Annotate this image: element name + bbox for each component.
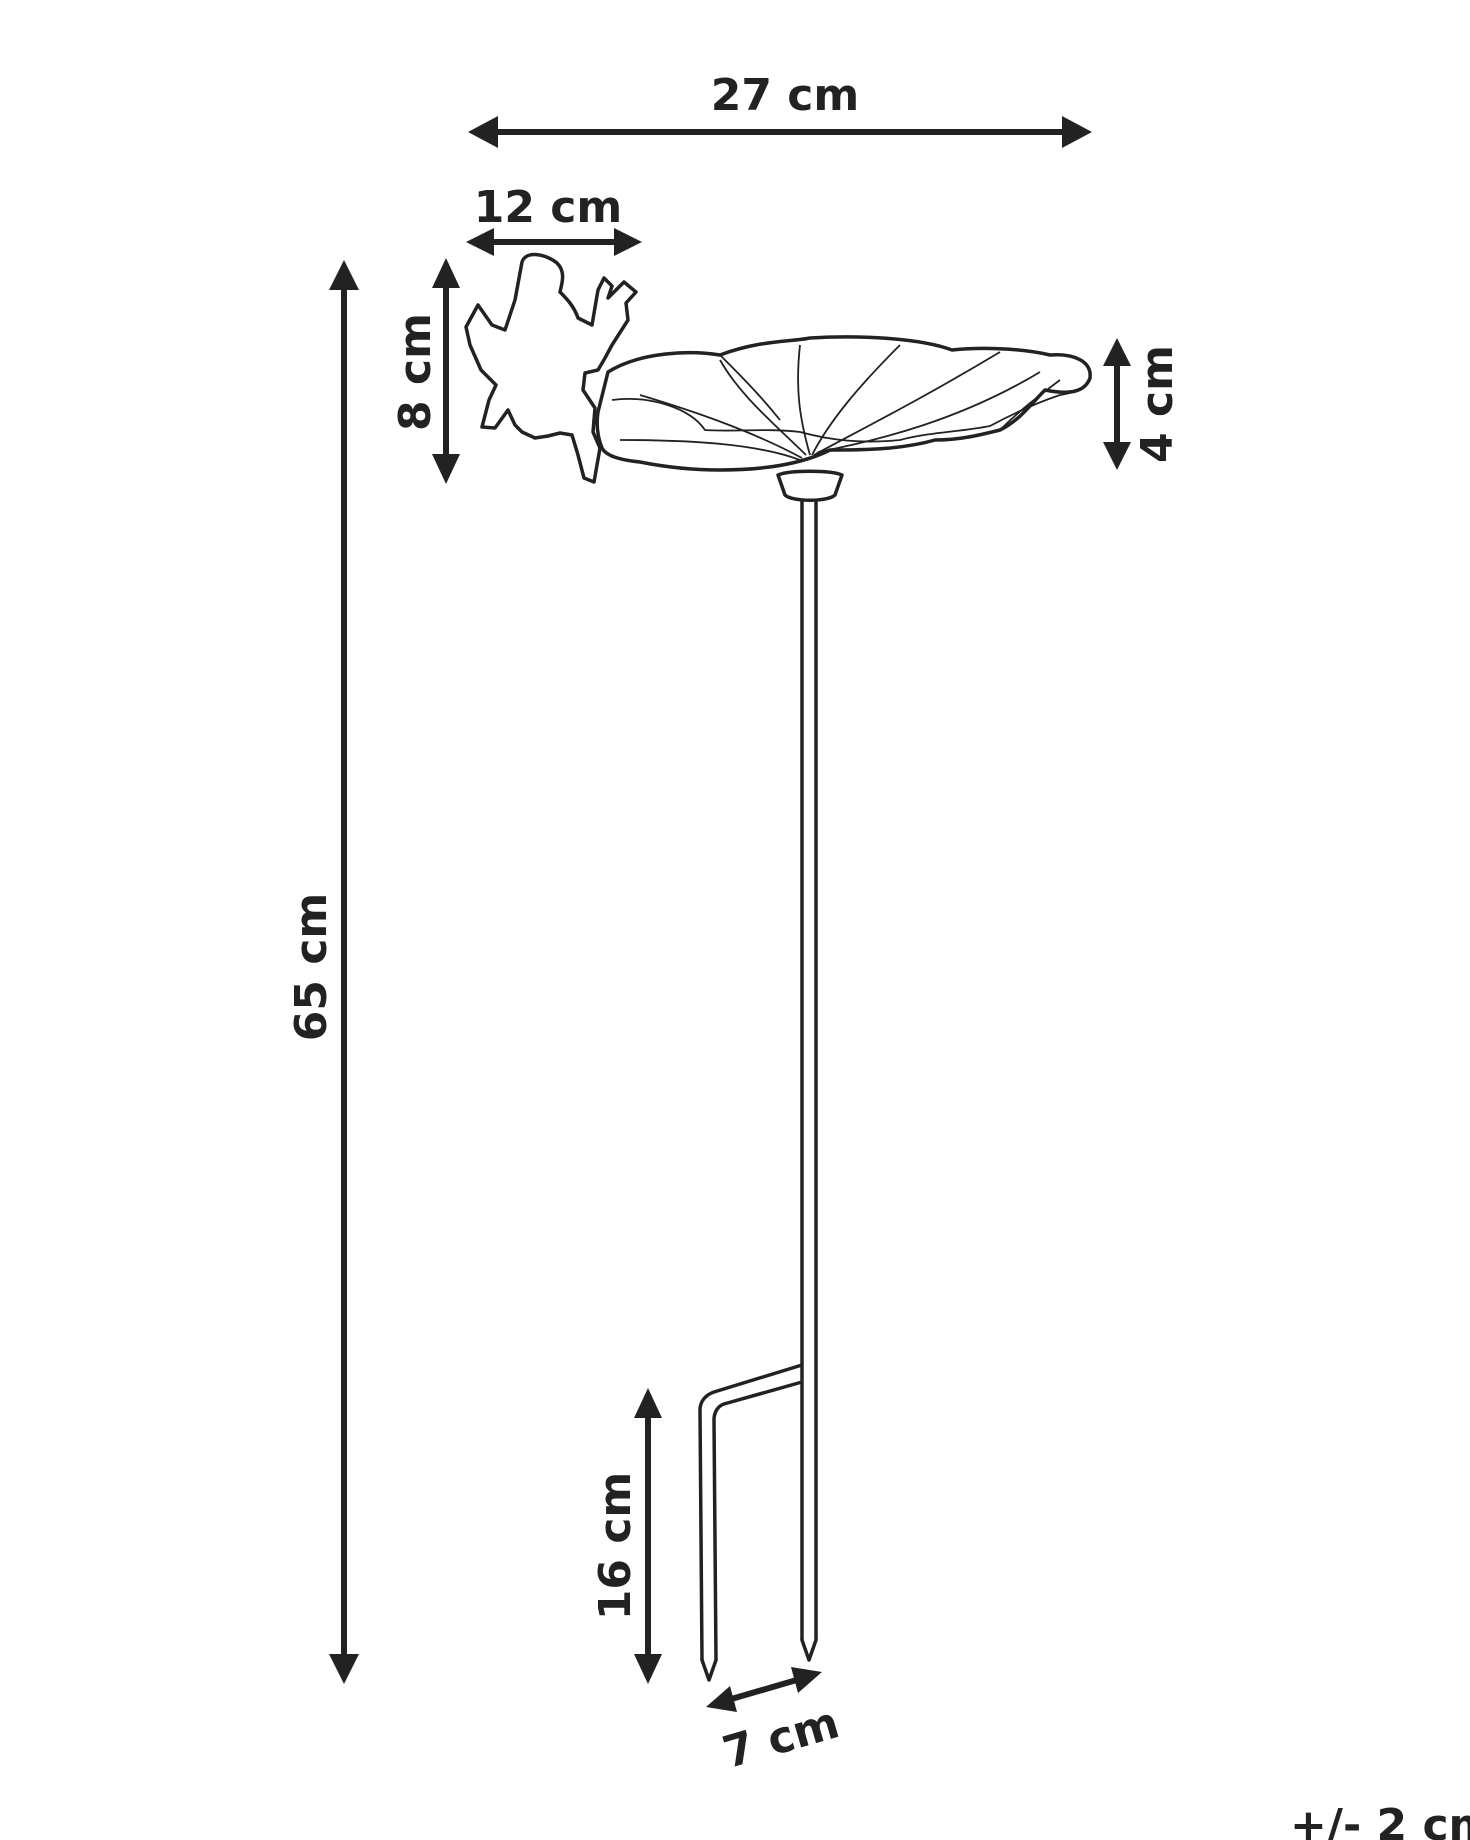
leaf-vein: [811, 344, 901, 456]
figure-width-label: 12 cm: [474, 182, 622, 233]
dimension-figure-height: 8 cm: [390, 258, 460, 484]
leaf-vein: [619, 439, 801, 461]
side-stake: [698, 1363, 803, 1661]
dimension-overall-width: 27 cm: [468, 70, 1092, 148]
fairy-figure-icon: [464, 252, 638, 484]
leaf-bowl-rim: [595, 335, 1092, 472]
dimension-stake-height: 16 cm: [590, 1388, 662, 1684]
leaf-vein: [999, 379, 1061, 431]
bowl-collar: [776, 469, 844, 502]
side-stake-tip: [700, 1658, 718, 1682]
leaf-vein: [719, 359, 807, 456]
overall-width-label: 27 cm: [711, 70, 859, 121]
leaf-vein: [813, 351, 1001, 456]
side-stake: [712, 1380, 803, 1661]
dimension-bowl-height: 4 cm: [1103, 338, 1183, 470]
main-stake-tip: [800, 1638, 818, 1662]
dimension-figure-width: 12 cm: [466, 182, 642, 256]
bird-bath-illustration: [464, 252, 1092, 1682]
stake-width-label: 7 cm: [717, 1697, 844, 1779]
stake-height-label: 16 cm: [590, 1472, 641, 1620]
leaf-vein: [817, 371, 1041, 453]
leaf-bowl-inner-edge: [611, 379, 1089, 443]
figure-height-label: 8 cm: [390, 313, 441, 431]
leaf-vein: [719, 354, 781, 421]
dimension-stake-width: 7 cm: [706, 1667, 845, 1779]
leaf-vein: [797, 344, 811, 456]
dimension-total-height: 65 cm: [286, 260, 359, 1684]
total-height-label: 65 cm: [286, 893, 337, 1041]
tolerance-note: +/- 2 cm: [1290, 1800, 1470, 1840]
leaf-vein: [639, 394, 803, 459]
bowl-height-label: 4 cm: [1132, 345, 1183, 463]
